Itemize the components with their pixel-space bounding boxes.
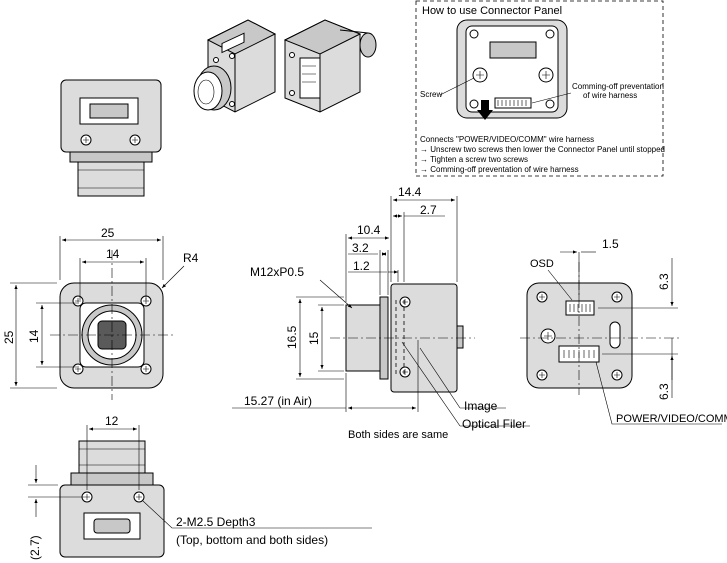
panel-note-4: → Comming-off preventation of wire harne… — [420, 165, 579, 174]
side-1-2-dim: 1.2 — [353, 259, 370, 273]
bottom-12-dim: 12 — [105, 414, 119, 428]
side-3-2-dim: 3.2 — [352, 241, 369, 255]
thread-label: M12xP0.5 — [250, 265, 304, 279]
image-label: Image — [464, 399, 498, 413]
bottom-2-7-dim: (2.7) — [28, 535, 42, 560]
isometric-rear-view — [283, 19, 377, 113]
arrow-down-icon — [477, 100, 493, 120]
osd-label: OSD — [530, 258, 554, 270]
panel-note-3: → Tighten a screw two screws — [420, 155, 528, 164]
comming-off-label-1: Comming-off preventation — [572, 82, 664, 91]
side-16-5-dim: 16.5 — [285, 325, 299, 349]
rear-1-5-dim: 1.5 — [602, 237, 619, 251]
optical-filter-label: Optical Filer — [462, 417, 526, 431]
rear-view: 1.5 OSD 6.3 6.3 POWER/VIDEO/COMM — [520, 237, 727, 425]
top-view — [60, 79, 162, 197]
panel-note-1: Connects "POWER/VIDEO/COMM" wire harness — [420, 135, 594, 144]
tap-label-1: 2-M2.5 Depth3 — [176, 515, 256, 529]
connector-label: POWER/VIDEO/COMM — [616, 413, 727, 425]
side-15-dim: 15 — [307, 331, 321, 345]
front-inner-width-dim: 14 — [106, 247, 120, 261]
radius-dim: R4 — [183, 251, 199, 265]
panel-title: How to use Connector Panel — [422, 5, 562, 17]
front-height-dim: 25 — [2, 330, 16, 344]
bottom-view: 12 (2.7) 2-M2.5 Depth3 (Top, bottom and … — [28, 414, 372, 560]
isometric-front-view — [193, 19, 277, 113]
side-2-7-dim: 2.7 — [420, 203, 437, 217]
panel-note-2: → Unscrew two screws then lower the Conn… — [420, 145, 665, 154]
front-width-dim: 25 — [101, 226, 115, 240]
both-sides-label: Both sides are same — [348, 429, 448, 441]
osd-connector-icon — [565, 300, 595, 316]
side-view: 14.4 2.7 10.4 3.2 1.2 M12xP0.5 16.5 15 1… — [232, 185, 530, 441]
screw-label: Screw — [420, 90, 442, 99]
side-14-4-dim: 14.4 — [398, 185, 422, 199]
rear-6-3-top-dim: 6.3 — [657, 273, 671, 290]
harness-connector-icon — [494, 97, 532, 109]
tap-label-2: (Top, bottom and both sides) — [176, 533, 328, 547]
side-10-4-dim: 10.4 — [357, 223, 381, 237]
comming-off-label-2: of wire harness — [583, 91, 637, 100]
front-inner-height-dim: 14 — [27, 329, 41, 343]
flange-dim: 15.27 (in Air) — [244, 394, 312, 408]
connector-panel-callout: How to use Connector Panel Screw Comming… — [415, 0, 665, 177]
front-view: 25 14 R4 25 14 — [2, 226, 199, 400]
rear-6-3-bottom-dim: 6.3 — [657, 383, 671, 400]
